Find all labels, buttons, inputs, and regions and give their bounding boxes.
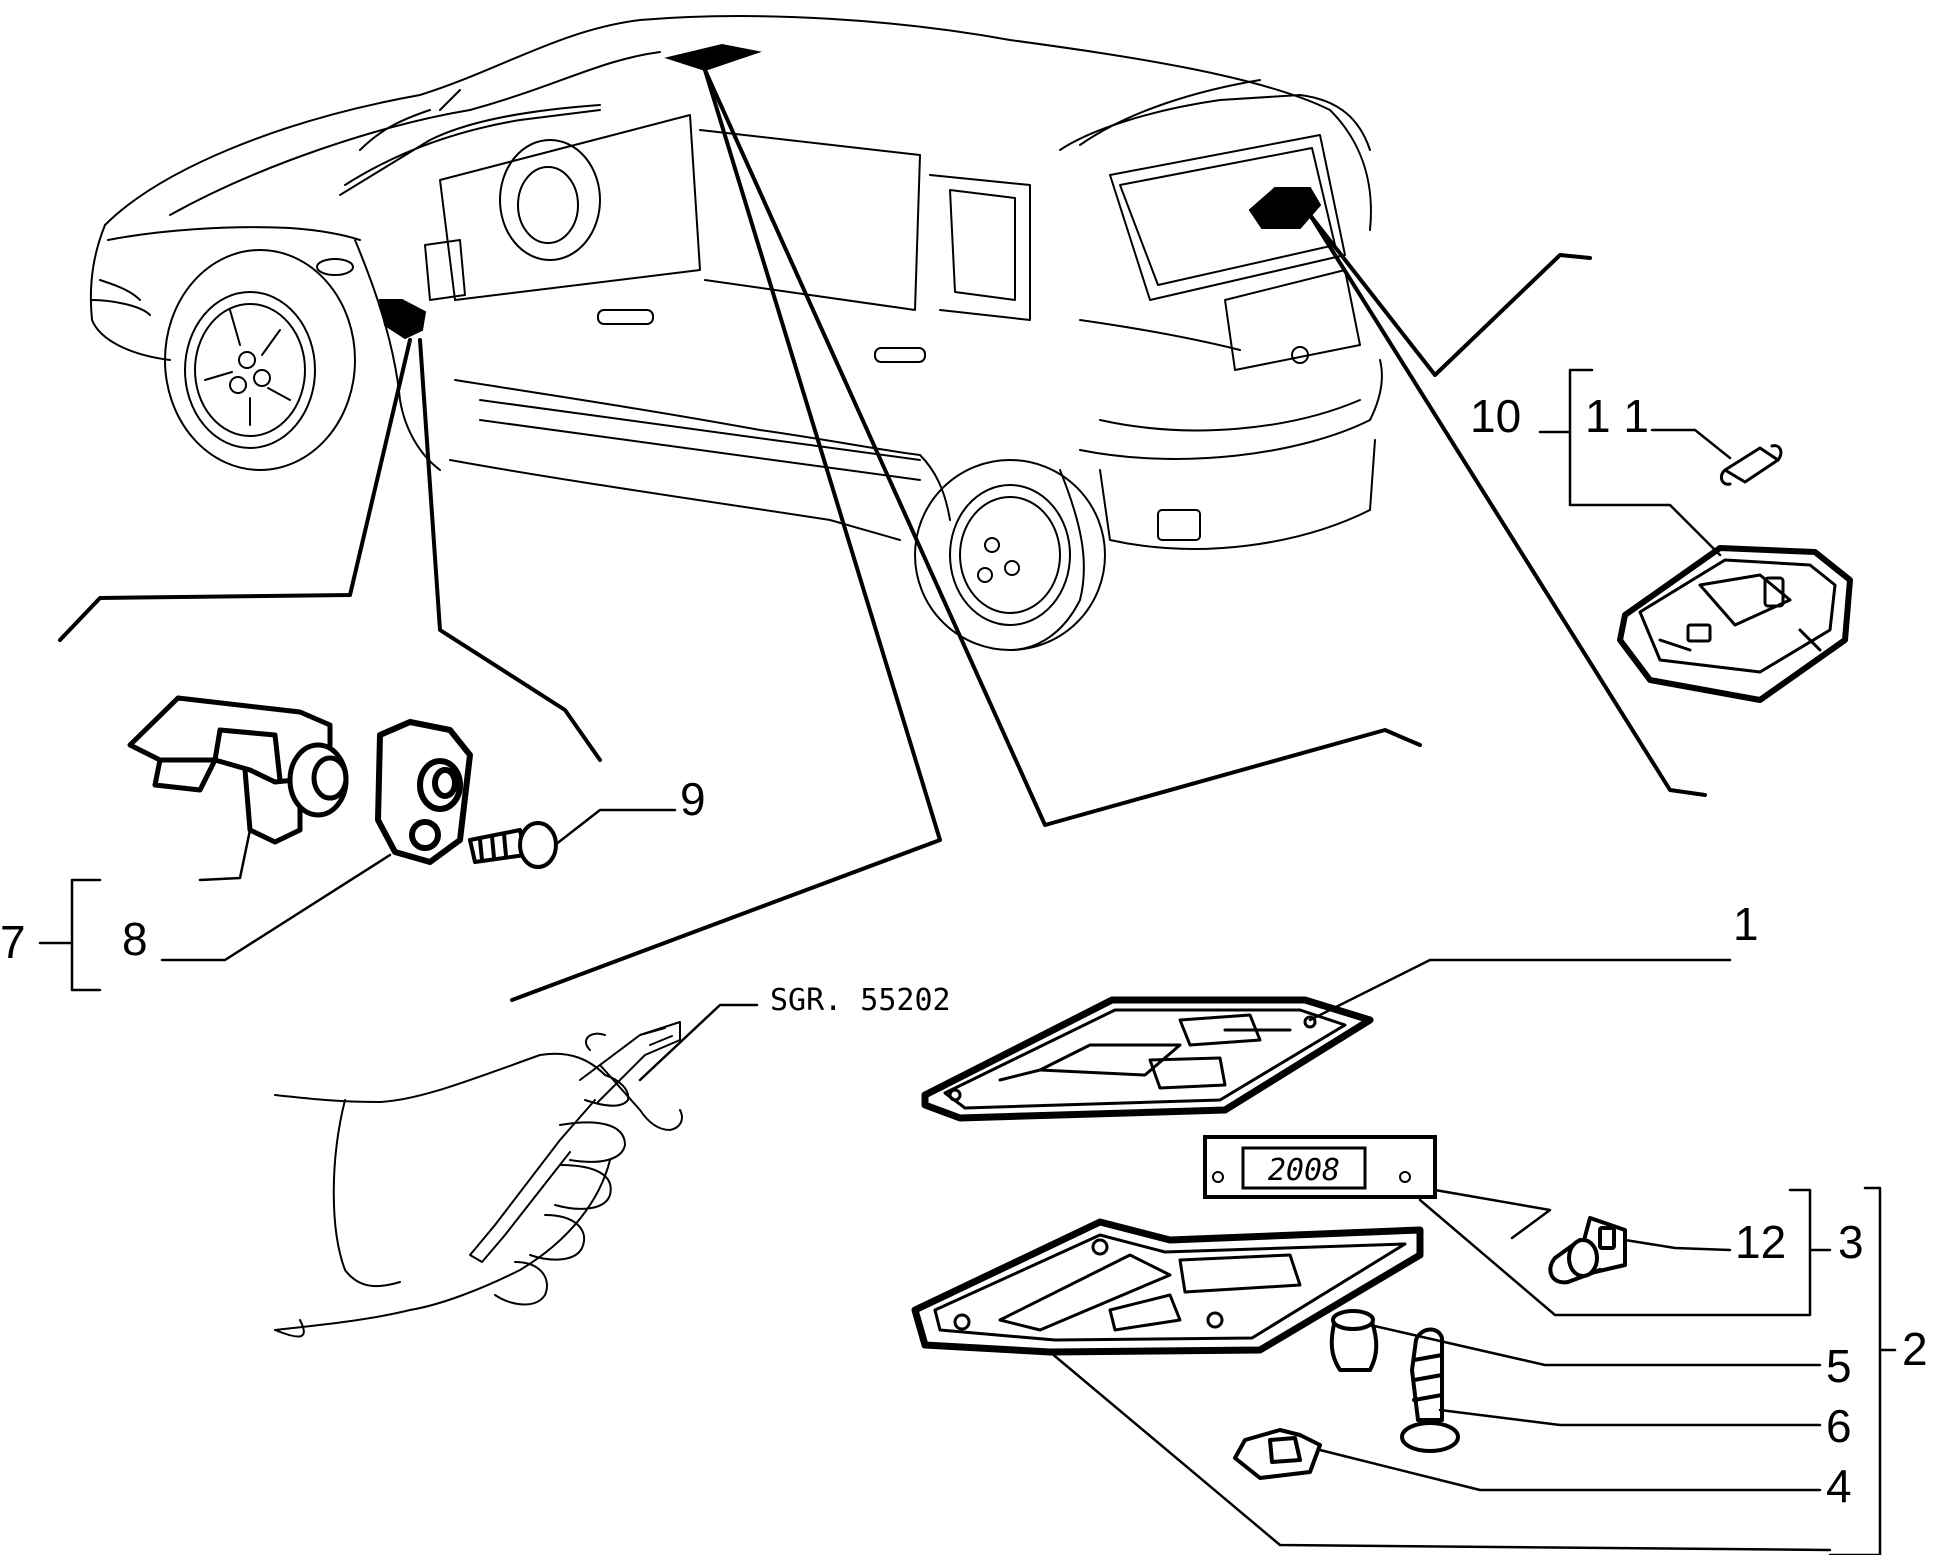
part-label-12: 12: [1735, 1216, 1786, 1268]
clock-display-text: 2008: [1268, 1153, 1340, 1188]
callout-lines: [58, 68, 1707, 1002]
part-label-11: 1 1: [1585, 390, 1649, 442]
part-label-10: 10: [1470, 390, 1521, 442]
car-illustration: [89, 15, 1383, 651]
part-label-7: 7: [0, 916, 26, 968]
clip-4: [1233, 1428, 1322, 1480]
switch-plate-8: [375, 719, 473, 865]
screw-9: [468, 821, 558, 869]
screw-6: [1400, 1327, 1460, 1453]
car-lamp-locations: [378, 43, 1322, 340]
bulb-socket-12: [1548, 1216, 1627, 1285]
digital-clock-panel: 2008: [1203, 1135, 1437, 1199]
tool-reference-label: SGR. 55202: [770, 983, 951, 1018]
tailgate-lamp-housing: [1617, 545, 1853, 703]
part-label-3: 3: [1838, 1216, 1864, 1268]
part-label-4: 4: [1826, 1460, 1852, 1512]
label-leaders: [38, 368, 1897, 1555]
lamp-housing-2: [911, 1218, 1424, 1356]
bulb-5: [1329, 1309, 1379, 1372]
part-label-8: 8: [122, 913, 148, 965]
festoon-bulb-11: [1719, 444, 1783, 486]
part-label-6: 6: [1826, 1400, 1852, 1452]
hand-with-tool-illustration: [274, 1021, 683, 1338]
part-label-5: 5: [1826, 1340, 1852, 1392]
lamp-lens-1: [921, 996, 1374, 1122]
part-number-labels: 1 2 3 4 5 6 7 8 9 10 1 1 12 SGR. 55202: [0, 390, 1928, 1512]
part-label-9: 9: [680, 773, 706, 825]
part-label-1: 1: [1733, 898, 1759, 950]
part-label-2: 2: [1902, 1323, 1928, 1375]
door-switch-7: [127, 695, 349, 845]
